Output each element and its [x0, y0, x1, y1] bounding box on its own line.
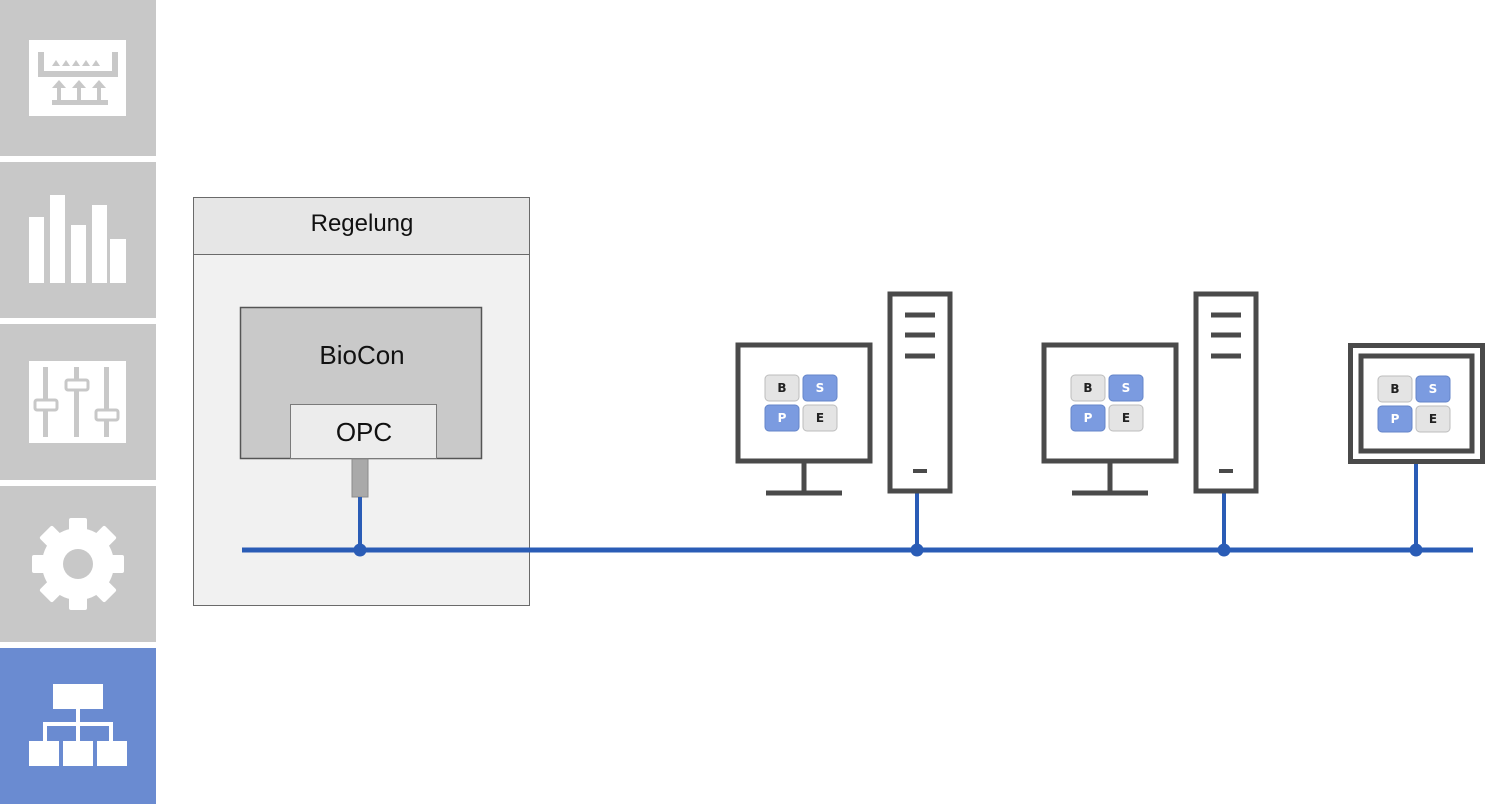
gear-icon: [32, 518, 124, 610]
tile-e: E: [1429, 412, 1437, 426]
bus-node: [1409, 543, 1423, 557]
workstation-2: B S P E: [1041, 291, 1259, 496]
network-hierarchy-icon: [29, 684, 127, 766]
sidebar-item-charts[interactable]: [0, 162, 156, 318]
tile-b: B: [1083, 381, 1092, 395]
tile-s: S: [816, 381, 825, 395]
bar-chart-icon: [29, 195, 126, 283]
bspe-app-logo: B S P E: [764, 374, 838, 432]
sidebar-item-network[interactable]: [0, 648, 156, 804]
network-bus: [242, 462, 1473, 557]
monitor-icon: [735, 342, 873, 464]
tile-p: P: [1084, 411, 1093, 425]
bspe-app-logo: B S P E: [1377, 375, 1451, 433]
workstation-1: B S P E: [735, 291, 953, 496]
monitor-icon: [1041, 342, 1179, 464]
tile-p: P: [1391, 412, 1400, 426]
sidebar: [0, 0, 156, 804]
tile-s: S: [1429, 382, 1438, 396]
tile-e: E: [1122, 411, 1130, 425]
tile-b: B: [777, 381, 786, 395]
sidebar-item-controls[interactable]: [0, 324, 156, 480]
bus-node: [1217, 543, 1231, 557]
tile-b: B: [1390, 382, 1399, 396]
biocon-label: BioCon: [319, 340, 404, 370]
sliders-icon: [29, 361, 126, 443]
biocon-module: BioCon OPC: [239, 306, 483, 498]
opc-connector: [351, 458, 369, 498]
sidebar-item-process[interactable]: [0, 0, 156, 156]
opc-label: OPC: [336, 417, 392, 447]
control-box-title: Regelung: [311, 210, 414, 237]
bspe-app-logo: B S P E: [1070, 374, 1144, 432]
server-tower-icon: [887, 291, 953, 494]
server-tower-icon: [1193, 291, 1259, 494]
tile-p: P: [778, 411, 787, 425]
bus-node: [353, 543, 367, 557]
lift-process-icon: [29, 40, 126, 116]
panel-terminal: B S P E: [1348, 343, 1485, 464]
tile-e: E: [816, 411, 824, 425]
sidebar-item-settings[interactable]: [0, 486, 156, 642]
tile-s: S: [1122, 381, 1131, 395]
bus-node: [910, 543, 924, 557]
